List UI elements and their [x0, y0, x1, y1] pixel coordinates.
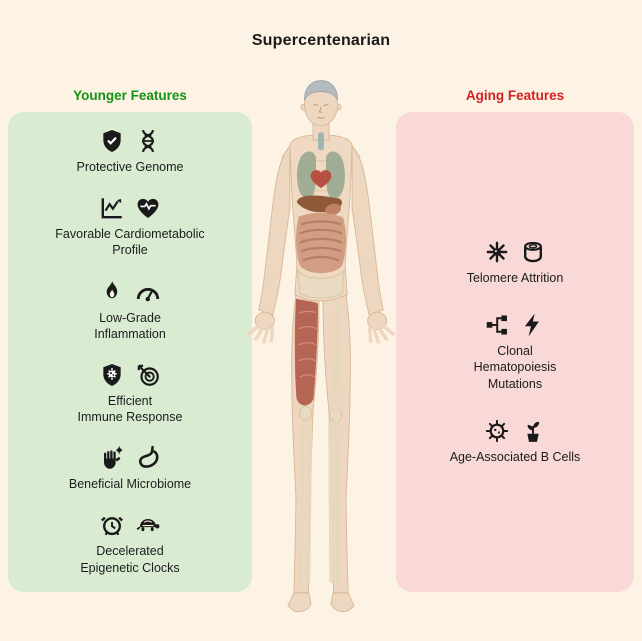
stomach-icon — [139, 446, 159, 469]
clonal-branch-icon — [486, 315, 507, 335]
feature-item-cardiometabolic: Favorable Cardiometabolic Profile — [55, 195, 205, 259]
tree-stump-icon — [523, 241, 542, 263]
feature-icons — [99, 512, 161, 538]
feature-icons — [99, 445, 161, 471]
feature-item-telomere-attrition: Telomere Attrition — [466, 239, 564, 286]
heart-organ — [310, 170, 332, 189]
feature-label: Clonal Hematopoiesis Mutations — [473, 344, 557, 391]
feature-item-inflammation: Low-Grade Inflammation — [94, 279, 166, 343]
feature-item-protective-genome: Protective Genome — [77, 128, 184, 175]
feature-icons — [484, 312, 546, 338]
feature-icons — [99, 195, 161, 221]
aging-features-heading: Aging Features — [465, 88, 565, 103]
thigh-muscle — [294, 298, 318, 406]
heart-pulse-icon — [137, 199, 159, 219]
page-title: Supercentenarian — [251, 32, 391, 49]
target-icon — [137, 364, 159, 386]
feature-label: Telomere Attrition — [466, 270, 564, 285]
feature-label: Decelerated Epigenetic Clocks — [80, 544, 180, 575]
feature-label: Beneficial Microbiome — [68, 477, 192, 492]
feature-item-clonal-hematopoiesis: Clonal Hematopoiesis Mutations — [473, 312, 557, 392]
shield-check-icon — [103, 129, 121, 152]
feature-label: Favorable Cardiometabolic Profile — [55, 227, 205, 258]
feature-item-microbiome: Beneficial Microbiome — [69, 445, 191, 492]
organs — [294, 132, 346, 586]
lightning-icon — [524, 313, 539, 337]
younger-features-panel: Protective Genome Favorable Cardiometabo… — [8, 112, 252, 592]
feature-label: Efficient Immune Response — [77, 393, 183, 425]
feature-icons — [99, 362, 161, 388]
left-arm — [258, 145, 291, 316]
hair — [303, 80, 339, 101]
younger-features-heading: Younger Features — [73, 88, 187, 103]
feature-label: Age-Associated B Cells — [449, 449, 581, 464]
alarm-clock-icon — [100, 517, 123, 536]
feature-icons — [99, 279, 161, 305]
chart-line-icon — [101, 198, 122, 219]
dna-icon — [142, 129, 154, 153]
right-arm — [351, 145, 384, 316]
feature-label: Protective Genome — [76, 160, 184, 174]
feature-item-b-cells: Age-Associated B Cells — [449, 418, 581, 465]
feature-icons — [484, 418, 546, 444]
turtle-icon — [136, 519, 160, 532]
spiky-cell-icon — [486, 241, 508, 263]
hand-microbe-icon — [103, 446, 123, 470]
feature-label: Low-Grade Inflammation — [94, 310, 166, 341]
feature-item-epigenetic-clocks: Decelerated Epigenetic Clocks — [80, 512, 180, 576]
pelvis-bone — [297, 268, 345, 299]
body-illustration — [247, 80, 395, 612]
flame-icon — [106, 280, 118, 298]
aging-features-panel: Telomere Attrition Clonal Hematopoiesis … — [396, 112, 634, 592]
feature-icons — [99, 128, 161, 154]
feature-item-immune-response: Efficient Immune Response — [77, 362, 183, 426]
feature-icons — [484, 239, 546, 265]
gauge-icon — [136, 287, 160, 301]
aged-b-cell-icon — [485, 419, 509, 443]
potted-plant-icon — [527, 421, 540, 442]
microbe-shield-icon — [103, 363, 121, 386]
